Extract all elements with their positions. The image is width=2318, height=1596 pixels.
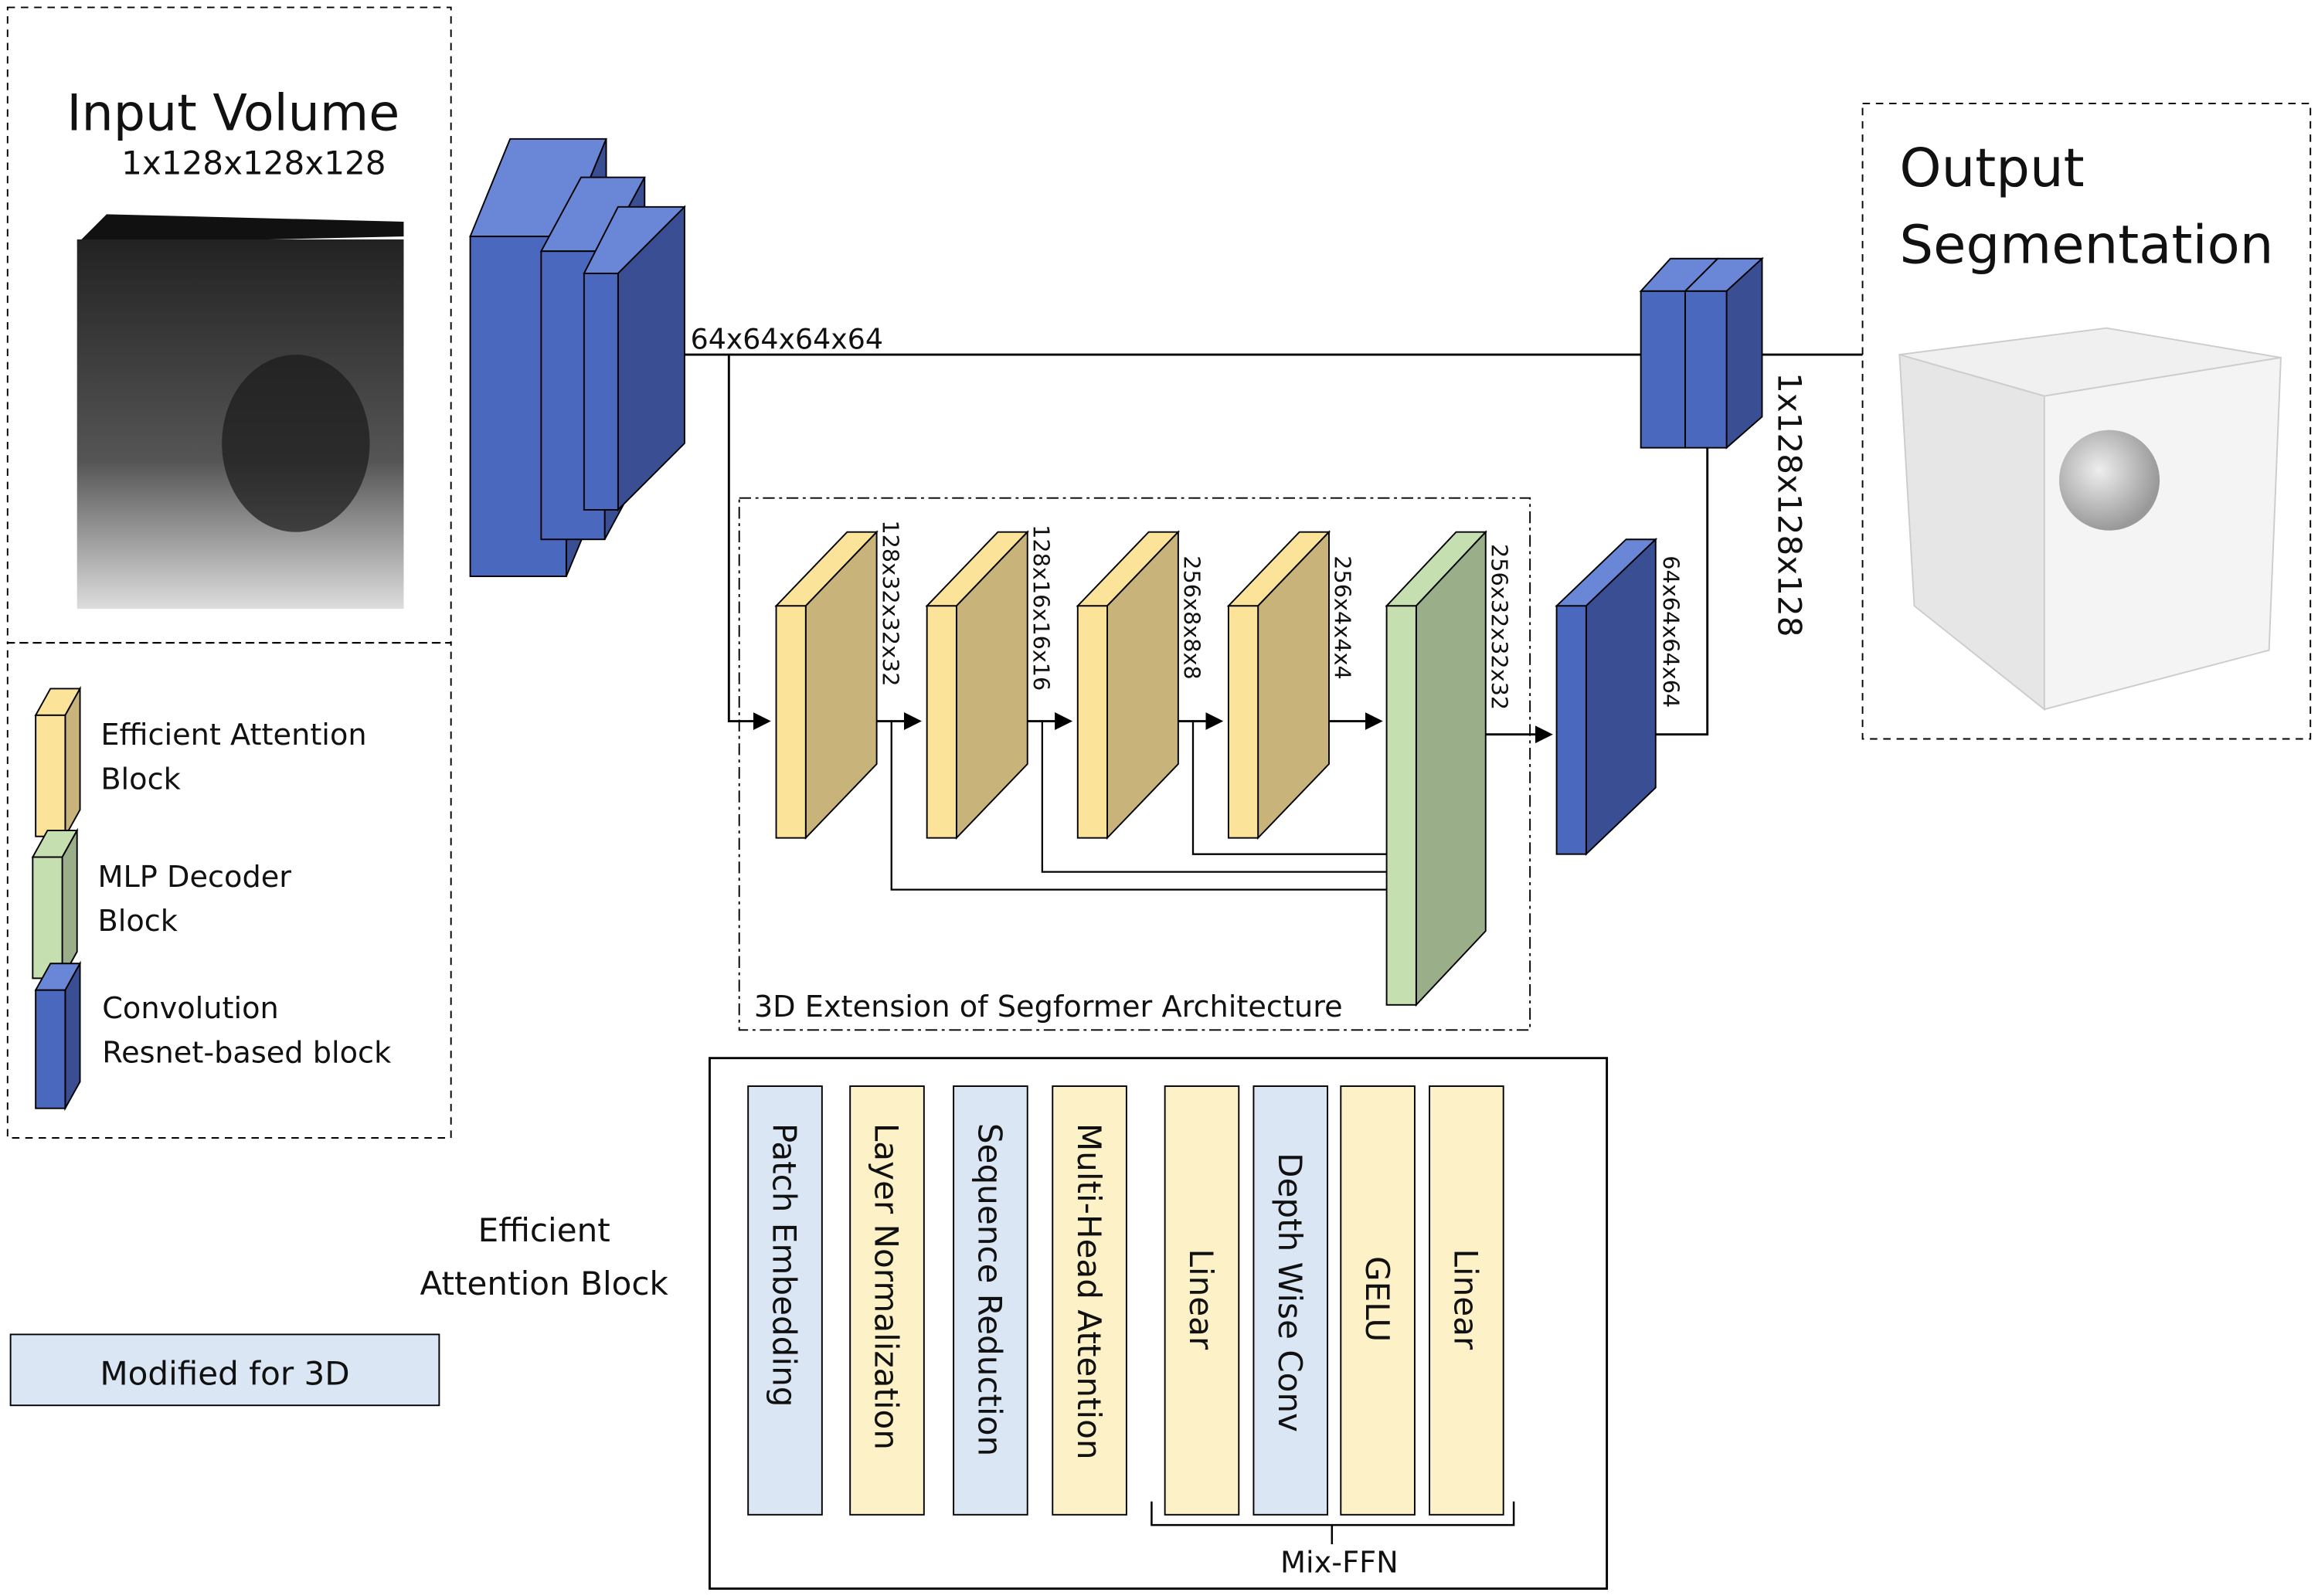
layer-box [1252, 1085, 1329, 1516]
dim-label: 256x32x32x32 [1486, 544, 1512, 710]
dim-label: 128x16x16x16 [1028, 525, 1054, 691]
efficient-attention-block [1076, 530, 1181, 840]
input-panel [6, 6, 452, 644]
input-size: 1x128x128x128 [121, 144, 386, 182]
decoder-conv-block [1555, 537, 1658, 856]
layer-block: GELU [1340, 1085, 1416, 1516]
encoder-conv-blocks [469, 138, 686, 578]
legend-label: Efficient Attention [100, 718, 366, 752]
legend-blue-block-icon [34, 960, 82, 1112]
output-panel [1861, 102, 2312, 740]
skip-dim-label: 64x64x64x64 [691, 322, 883, 355]
output-segmentation-cube [1898, 327, 2282, 711]
legend-green-block-icon [31, 827, 79, 982]
multi-scale-connections [890, 721, 1387, 891]
layer-label: Linear [1447, 1248, 1485, 1350]
layer-label: GELU [1358, 1256, 1396, 1342]
efficient-attention-block [925, 530, 1029, 840]
stage-arrows [876, 712, 1553, 744]
layer-box [1164, 1085, 1240, 1516]
legend-yellow-block-icon [34, 685, 82, 840]
layer-label: Patch Embedding [766, 1123, 804, 1408]
layer-label: Depth Wise Conv [1271, 1153, 1309, 1432]
mix-ffn-brace [1151, 1501, 1515, 1545]
modified-legend-box [9, 1333, 440, 1407]
layer-block: Layer Normalization [849, 1085, 925, 1516]
ultrasound-volume-image [76, 214, 404, 610]
input-title: Input Volume [66, 84, 399, 142]
output-size: 1x128x128x128 [1771, 372, 1809, 637]
layer-box [1340, 1085, 1416, 1516]
dim-label: 256x4x4x4 [1330, 555, 1356, 679]
mix-ffn-label: Mix-FFN [1280, 1545, 1399, 1580]
layer-block: Depth Wise Conv [1252, 1085, 1329, 1516]
legend-label: Resnet-based block [102, 1035, 392, 1070]
layer-box [1052, 1085, 1127, 1516]
layer-box [953, 1085, 1028, 1516]
layer-box [1429, 1085, 1504, 1516]
attention-block-label: Attention Block [420, 1265, 669, 1302]
modified-legend-label: Modified for 3D [100, 1354, 349, 1392]
layer-block: Sequence Reduction [953, 1085, 1028, 1516]
layer-label: Multi-Head Attention [1070, 1123, 1108, 1460]
legend-label: Block [100, 762, 181, 797]
efficient-attention-block [1226, 530, 1331, 840]
dim-label: 256x8x8x8 [1179, 555, 1205, 679]
output-title: Segmentation [1899, 215, 2273, 277]
layer-block: Multi-Head Attention [1052, 1085, 1127, 1516]
legend-label: Block [97, 904, 178, 939]
dim-label: 64x64x64x64 [1657, 555, 1684, 708]
layer-block: Linear [1429, 1085, 1504, 1516]
attention-block-label: Efficient [478, 1211, 610, 1249]
layer-label: Sequence Reduction [971, 1123, 1009, 1456]
attention-block-detail-panel [709, 1057, 1609, 1590]
output-conv-blocks [1639, 256, 1764, 450]
dim-label: 128x32x32x32 [877, 520, 903, 686]
legend-label: MLP Decoder [97, 860, 291, 895]
layer-label: Layer Normalization [868, 1123, 906, 1450]
layer-box [747, 1085, 823, 1516]
encoder-to-segformer-arrow [727, 355, 771, 731]
mlp-decoder-block [1385, 530, 1487, 1007]
layer-block: Linear [1164, 1085, 1240, 1516]
legend-panel [6, 642, 452, 1139]
layer-label: Linear [1182, 1248, 1220, 1350]
segformer-title: 3D Extension of Segformer Architecture [754, 990, 1343, 1024]
layer-box [849, 1085, 925, 1516]
layer-block: Patch Embedding [747, 1085, 823, 1516]
output-title: Output [1899, 138, 2084, 199]
segformer-panel [738, 497, 1531, 1031]
efficient-attention-block [774, 530, 879, 840]
decoder-to-output-line [1655, 447, 1709, 736]
legend-label: Convolution [102, 991, 279, 1026]
